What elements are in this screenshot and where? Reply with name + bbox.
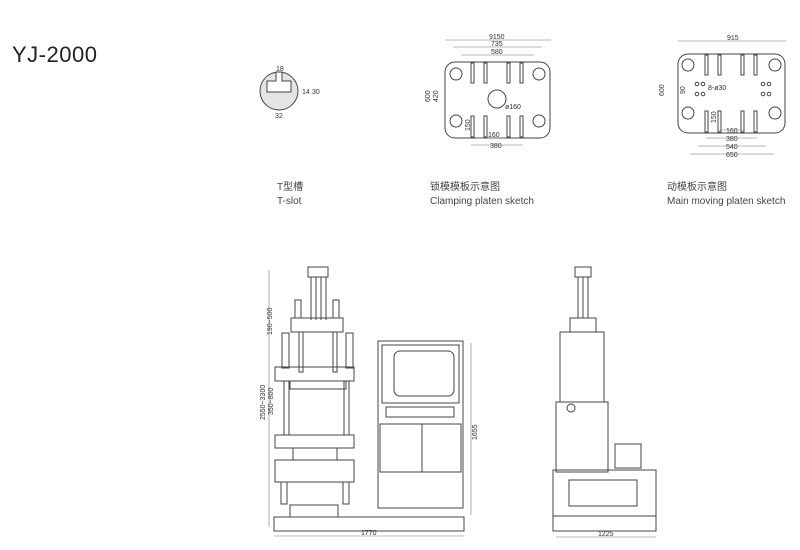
dim: 650 xyxy=(726,152,738,159)
clamp-title-cn: 锁模模板示意图 xyxy=(430,182,500,193)
dim: 580 xyxy=(491,49,503,56)
dim: 380 xyxy=(490,143,502,150)
front-view-drawing: 190~500 2550~3300 350~800 1655 1770 xyxy=(260,266,479,537)
clamp-platen-drawing: 9150 735 580 600 420 ø160 150 160 380 xyxy=(425,34,551,150)
moving-platen-drawing: 915 600 90 8-ø30 150 160 380 540 650 xyxy=(659,35,786,159)
dim: 150 xyxy=(711,111,718,123)
dim: 90 xyxy=(680,86,687,94)
dim: 600 xyxy=(659,84,666,96)
dim: 30 xyxy=(312,89,320,96)
dim: 420 xyxy=(433,90,440,102)
tslot-drawing: 18 30 14 32 xyxy=(259,66,320,120)
clamp-title-en: Clamping platen sketch xyxy=(430,196,534,207)
dim: 18 xyxy=(276,66,284,73)
dim: ø160 xyxy=(505,104,521,111)
dim: 540 xyxy=(726,144,738,151)
tslot-title-en: T-slot xyxy=(277,196,302,207)
clamp-caption: 锁模模板示意图 Clamping platen sketch xyxy=(430,181,534,209)
dim: 600 xyxy=(425,90,432,102)
dim: 190~500 xyxy=(267,307,274,335)
dim: 380 xyxy=(726,136,738,143)
dim: 150 xyxy=(465,119,472,131)
dim: 735 xyxy=(491,41,503,48)
dim: 915 xyxy=(727,35,739,42)
model-title: YJ-2000 xyxy=(12,42,98,67)
moving-title-cn: 动模板示意图 xyxy=(667,182,727,193)
side-view-drawing: 1225 xyxy=(552,266,657,538)
moving-caption: 动模板示意图 Main moving platen sketch xyxy=(667,181,785,209)
dim: 9150 xyxy=(489,34,505,41)
moving-title-en: Main moving platen sketch xyxy=(667,196,786,207)
dim: 160 xyxy=(726,128,738,135)
dim: 8-ø30 xyxy=(708,85,726,92)
dim: 1770 xyxy=(361,530,377,537)
dim: 1655 xyxy=(472,424,479,440)
dim: 350~800 xyxy=(268,387,275,415)
dim: 32 xyxy=(275,113,283,120)
dim: 14 xyxy=(302,89,310,96)
dim: 2550~3300 xyxy=(260,385,267,420)
tslot-title-cn: T型槽 xyxy=(277,182,304,193)
dim: 1225 xyxy=(598,531,614,538)
dim: 160 xyxy=(488,132,500,139)
tslot-caption: T型槽 T-slot xyxy=(277,181,303,209)
